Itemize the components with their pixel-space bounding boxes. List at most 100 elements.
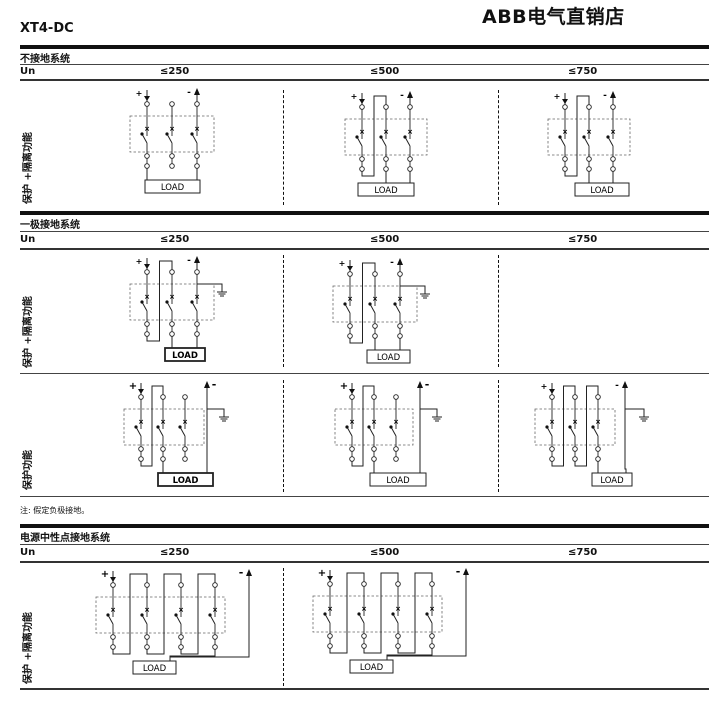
terminal-icon bbox=[407, 166, 413, 172]
breaker-housing bbox=[534, 408, 616, 446]
wire bbox=[390, 426, 397, 437]
terminal-icon bbox=[586, 156, 592, 162]
plus-label: + bbox=[339, 259, 346, 268]
divider bbox=[20, 45, 709, 49]
load-label: LOAD bbox=[374, 186, 398, 196]
pivot-icon bbox=[558, 135, 562, 139]
contact-mark-icon: × bbox=[327, 605, 333, 613]
terminal-icon bbox=[372, 333, 378, 339]
contact-mark-icon: × bbox=[144, 293, 150, 301]
contact-mark-icon: × bbox=[169, 125, 175, 133]
terminal-icon bbox=[144, 269, 150, 275]
un-label: Un bbox=[20, 547, 36, 558]
pivot-icon bbox=[355, 135, 359, 139]
terminal-icon bbox=[549, 394, 555, 400]
load-box bbox=[366, 349, 411, 364]
terminal-icon bbox=[327, 643, 333, 649]
terminal-icon bbox=[144, 163, 150, 169]
terminal-icon bbox=[371, 394, 377, 400]
column-separator bbox=[498, 380, 499, 492]
pivot-icon bbox=[156, 425, 160, 429]
terminal-icon bbox=[429, 633, 435, 639]
terminal-icon bbox=[144, 634, 150, 640]
plus-label: + bbox=[318, 568, 326, 579]
terminal-icon bbox=[347, 323, 353, 329]
wire bbox=[394, 303, 401, 314]
wire bbox=[209, 614, 216, 625]
pole: × bbox=[545, 394, 555, 462]
pivot-icon bbox=[174, 613, 178, 617]
terminal-icon bbox=[178, 644, 184, 650]
wire bbox=[400, 285, 426, 294]
terminal-icon bbox=[383, 156, 389, 162]
terminal-icon bbox=[144, 153, 150, 159]
terminal-icon bbox=[169, 153, 175, 159]
pole: × bbox=[178, 394, 188, 462]
plus-label: + bbox=[340, 381, 348, 392]
contact-mark-icon: × bbox=[359, 128, 365, 136]
contact-mark-icon: × bbox=[372, 295, 378, 303]
divider bbox=[20, 544, 709, 545]
load-box bbox=[132, 660, 177, 675]
wire bbox=[112, 573, 148, 655]
plus-label: + bbox=[101, 569, 109, 580]
pivot-icon bbox=[106, 613, 110, 617]
column-separator bbox=[498, 90, 499, 205]
terminal-icon bbox=[361, 633, 367, 639]
divider bbox=[20, 524, 709, 528]
terminal-icon bbox=[169, 331, 175, 337]
wire bbox=[207, 408, 225, 417]
contact-mark-icon: × bbox=[393, 418, 399, 426]
terminal-icon bbox=[372, 323, 378, 329]
section-title-one-pole-grounded: 一极接地系统 bbox=[20, 220, 80, 231]
wire bbox=[564, 95, 590, 177]
pole: × bbox=[389, 394, 399, 462]
wire bbox=[344, 303, 351, 314]
terminal-icon bbox=[572, 456, 578, 462]
pole: × bbox=[391, 581, 401, 649]
terminal-icon bbox=[562, 156, 568, 162]
minus-label: - bbox=[456, 565, 461, 578]
pole: × bbox=[134, 394, 144, 462]
wire bbox=[191, 133, 198, 144]
terminal-icon bbox=[359, 166, 365, 172]
terminal-icon bbox=[144, 582, 150, 588]
contact-mark-icon: × bbox=[595, 418, 601, 426]
arrow-up-icon bbox=[246, 569, 252, 576]
pole: × bbox=[606, 104, 616, 172]
minus-label: - bbox=[615, 381, 619, 391]
arrow-up-icon bbox=[463, 568, 469, 575]
terminal-icon bbox=[549, 456, 555, 462]
terminal-icon bbox=[359, 104, 365, 110]
pole: × bbox=[174, 582, 184, 650]
arrow-up-icon bbox=[622, 381, 628, 388]
terminal-icon bbox=[347, 333, 353, 339]
terminal-icon bbox=[138, 394, 144, 400]
wire bbox=[141, 614, 148, 625]
pole: × bbox=[393, 271, 403, 339]
contact-mark-icon: × bbox=[178, 606, 184, 614]
pivot-icon bbox=[367, 425, 371, 429]
minus-label: - bbox=[187, 256, 191, 266]
wire bbox=[625, 408, 645, 417]
wire bbox=[624, 383, 627, 473]
terminal-icon bbox=[595, 394, 601, 400]
divider bbox=[20, 561, 709, 563]
wire bbox=[386, 570, 467, 660]
contact-mark-icon: × bbox=[395, 605, 401, 613]
pivot-icon bbox=[425, 612, 429, 616]
col-750: ≤750 bbox=[568, 66, 598, 77]
arrow-down-icon bbox=[144, 96, 150, 101]
arrow-up-icon bbox=[407, 91, 413, 98]
terminal-icon bbox=[572, 446, 578, 452]
column-separator bbox=[283, 90, 284, 205]
brand-title: ABB电气直销店 bbox=[482, 6, 625, 28]
terminal-icon bbox=[160, 394, 166, 400]
breaker-diagram: ×××+LOAD- bbox=[547, 91, 631, 197]
terminal-icon bbox=[349, 446, 355, 452]
wire bbox=[546, 426, 553, 437]
column-separator bbox=[498, 255, 499, 367]
terminal-icon bbox=[395, 643, 401, 649]
pivot-icon bbox=[568, 425, 572, 429]
wire bbox=[169, 649, 216, 661]
